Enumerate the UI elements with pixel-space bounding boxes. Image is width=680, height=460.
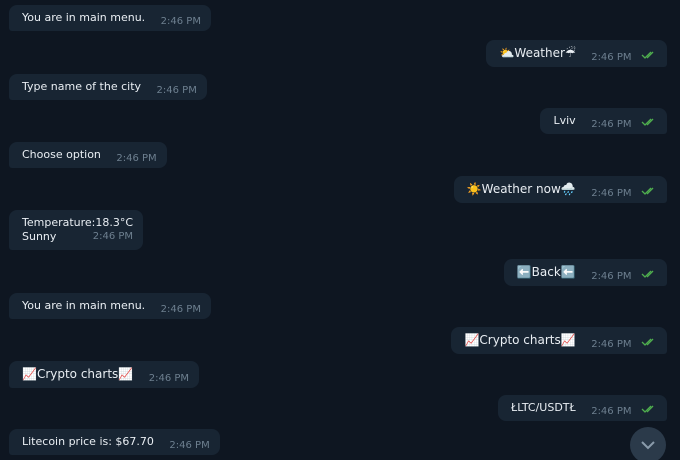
outgoing-message[interactable]: 📈Crypto charts📈 2:46 PM <box>451 327 667 354</box>
double-check-icon <box>641 117 657 131</box>
message-text: Type name of the city <box>22 80 142 93</box>
message-text: 📈Crypto charts📈 <box>464 333 576 347</box>
outgoing-message[interactable]: ⛅Weather☔ 2:46 PM <box>486 40 667 67</box>
double-check-icon <box>641 269 657 283</box>
outgoing-message[interactable]: ⬅️Back⬅️ 2:46 PM <box>503 259 667 286</box>
double-check-icon <box>641 186 657 200</box>
message-time: 2:46 PM <box>169 440 210 451</box>
double-check-icon <box>641 404 657 418</box>
message-time: 2:46 PM <box>160 304 201 315</box>
message-time: 2:46 PM <box>591 406 632 417</box>
scroll-down-button[interactable] <box>630 427 666 460</box>
message-time: 2:46 PM <box>148 373 190 384</box>
message-text: ⬅️Back⬅️ <box>516 265 576 279</box>
incoming-message[interactable]: Litecoin price is: $67.70 2:46 PM <box>9 429 220 455</box>
message-time: 2:46 PM <box>591 188 632 199</box>
message-text: Litecoin price is: $67.70 <box>22 435 154 448</box>
message-time: 2:46 PM <box>591 52 632 63</box>
message-time: 2:46 PM <box>591 119 632 130</box>
message-time: 2:46 PM <box>116 153 157 164</box>
message-text: You are in main menu. <box>22 11 146 24</box>
message-time: 2:46 PM <box>160 16 201 27</box>
incoming-message[interactable]: 📈Crypto charts📈 2:46 PM <box>9 361 200 388</box>
incoming-message[interactable]: You are in main menu. 2:46 PM <box>9 5 211 31</box>
message-text: Lviv <box>553 114 576 127</box>
message-text: ⛅Weather☔ <box>499 46 576 60</box>
message-text: ☀️Weather now🌧️ <box>466 182 576 196</box>
outgoing-message[interactable]: ŁLTC/USDTŁ 2:46 PM <box>498 395 667 421</box>
message-time: 2:46 PM <box>591 271 632 282</box>
message-text: You are in main menu. <box>22 299 146 312</box>
double-check-icon <box>641 337 657 351</box>
message-text-line1: Temperature:18.3°C <box>22 216 134 229</box>
message-text-line2: Sunny <box>22 230 57 243</box>
outgoing-message[interactable]: Lviv 2:46 PM <box>540 108 667 134</box>
incoming-message[interactable]: Choose option 2:46 PM <box>9 142 167 168</box>
outgoing-message[interactable]: ☀️Weather now🌧️ 2:46 PM <box>453 176 667 203</box>
incoming-message[interactable]: You are in main menu. 2:46 PM <box>9 293 211 319</box>
incoming-message[interactable]: Type name of the city 2:46 PM <box>9 74 207 100</box>
chevron-down-icon <box>641 441 655 450</box>
incoming-message[interactable]: Temperature:18.3°C Sunny 2:46 PM <box>9 210 144 250</box>
message-time: 2:46 PM <box>156 85 197 96</box>
message-text: Choose option <box>22 148 101 161</box>
message-text: ŁLTC/USDTŁ <box>511 401 576 414</box>
message-time: 2:46 PM <box>591 339 632 350</box>
message-text: 📈Crypto charts📈 <box>22 367 134 381</box>
message-time: 2:46 PM <box>92 231 134 242</box>
double-check-icon <box>641 50 657 64</box>
